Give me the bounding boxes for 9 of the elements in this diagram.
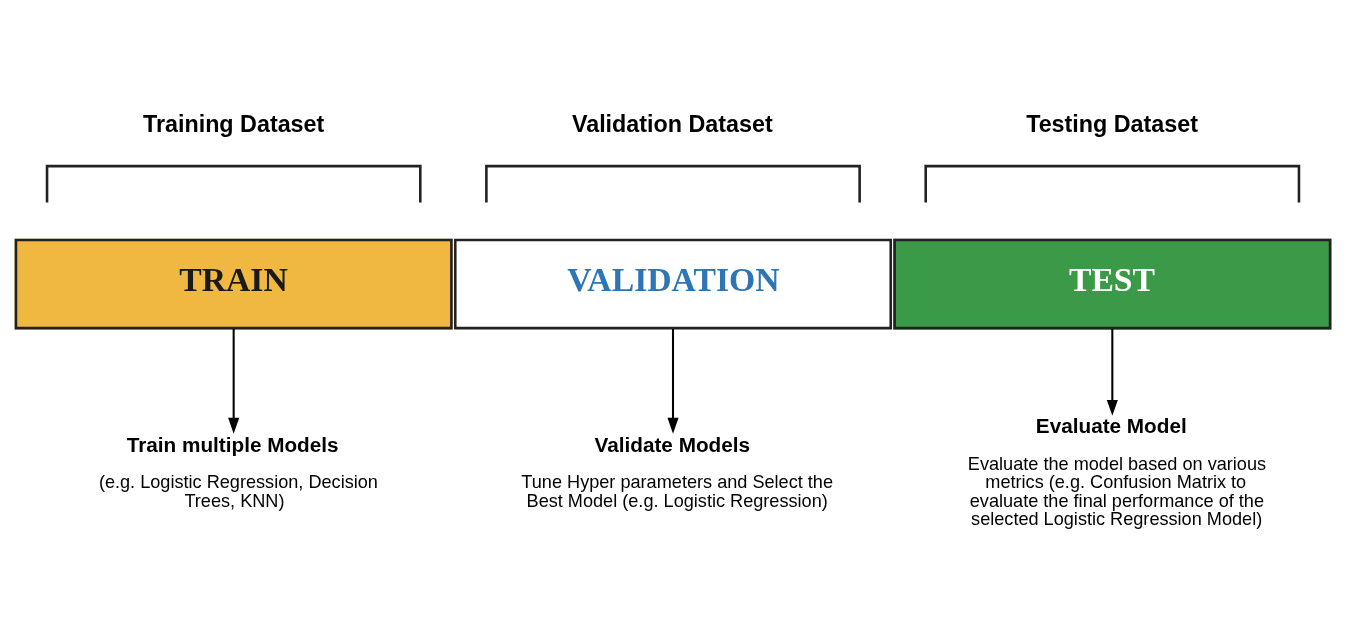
arrow bbox=[1106, 329, 1118, 416]
node-label: Testing Dataset bbox=[1026, 110, 1199, 137]
node-label: Training Dataset bbox=[142, 110, 325, 137]
node-text: Validate Models Tune Hyper parameters and Select the Best Model (e.g. Logistic Regression) bbox=[521, 432, 834, 511]
node-text: Train multiple Models (e.g. Logistic Regression, Decision Trees, KNN) bbox=[98, 432, 378, 511]
node-label: Validation Dataset bbox=[571, 110, 773, 137]
node-text: Evaluate Model Evaluate the model based on various metrics (e.g. Confusion Matrix to evaluate the final performance of the selected Logistic Regression Model) bbox=[967, 414, 1267, 529]
arrow bbox=[228, 329, 240, 434]
arrow bbox=[667, 329, 679, 434]
